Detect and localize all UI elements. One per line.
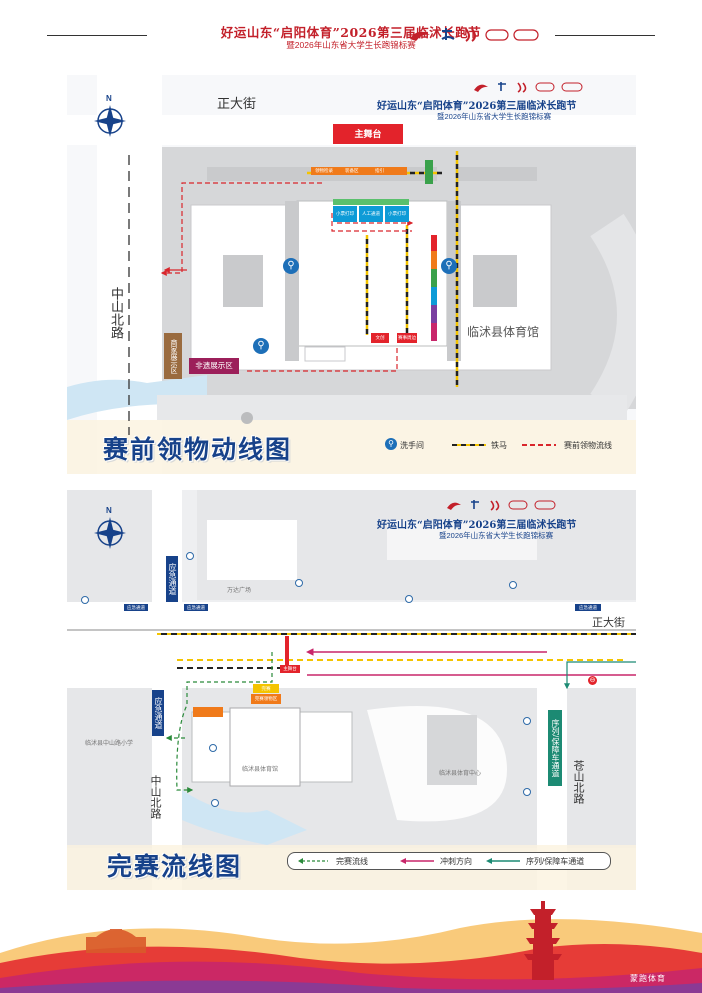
restroom-icon: ⚲ xyxy=(283,258,299,274)
legend-seq-channel: 序列/保障车通道 xyxy=(526,857,585,866)
hall-sign-1: 赛事周边 xyxy=(397,333,417,343)
header-rule-right xyxy=(555,35,655,36)
footer-hills xyxy=(0,901,702,993)
emergency-tag-2: 应急通道 xyxy=(575,604,601,611)
street-north-label: 正大街 xyxy=(592,617,625,629)
counter-green-strip xyxy=(333,199,409,205)
top-strip-label-0: 领物检录 xyxy=(315,168,333,173)
svg-text:N: N xyxy=(106,94,112,103)
header-subtitle: 暨2026年山东省大学生长跑锦标赛 xyxy=(286,40,416,50)
logo-row-icon xyxy=(447,500,556,511)
map1-big-title: 赛前领物动线图 xyxy=(103,435,293,464)
legend-barrier-swatch xyxy=(452,444,486,446)
street-west-label: 中山北路 xyxy=(109,287,124,339)
legend-sprint-dir: 冲刺方向 xyxy=(440,857,472,866)
logo-row-icon xyxy=(474,82,583,93)
heritage-display-area: 非遗展示区 xyxy=(189,358,239,374)
merchant-display-area: 商家展示区 xyxy=(164,333,182,379)
map2-subtitle: 暨2026年山东省大学生长跑锦标赛 xyxy=(439,531,554,540)
medal-booth: 完赛领物区 xyxy=(251,694,281,704)
logo-row-icon xyxy=(410,28,539,42)
restroom-icon: ⚲ xyxy=(441,258,457,274)
map1-logos xyxy=(472,80,592,94)
map2-logos xyxy=(445,498,565,512)
counter-2: 小票打印 xyxy=(385,206,409,222)
svg-text:N: N xyxy=(106,506,112,515)
main-stage-box: 主舞台 xyxy=(333,124,403,144)
place-school: 临沭县中山路小学 xyxy=(85,741,134,747)
emergency-channel-west: 应急通道 xyxy=(152,690,164,736)
north-arrow-icon: N xyxy=(94,93,130,144)
counter-1: 人工通道 xyxy=(359,206,383,222)
emergency-channel-north: 应急通道 xyxy=(166,556,178,602)
emergency-tag-1: 应急通道 xyxy=(184,604,208,611)
footer-brand: 蒙跑体育 xyxy=(630,974,666,983)
legend-flow-swatch xyxy=(522,444,556,446)
map1-subtitle: 暨2026年山东省大学生长跑锦标赛 xyxy=(437,112,552,121)
top-strip: 领物检录 装备区 指引 xyxy=(311,167,407,175)
header-rule-left xyxy=(47,35,147,36)
green-marker xyxy=(425,160,433,184)
stage-booth: 主舞台 xyxy=(280,665,300,673)
street-east-label: 苍山北路 xyxy=(572,760,584,804)
restroom-icon: ⚲ xyxy=(385,438,397,450)
map2-title: 好运山东“启阳体育”2026第三届临沭长跑节 xyxy=(377,520,577,531)
finish-booth: 完赛 xyxy=(253,684,279,693)
booth-column xyxy=(431,235,437,345)
north-arrow-icon: N xyxy=(94,505,130,556)
place-center: 临沭县体育中心 xyxy=(439,771,482,777)
venue-label: 临沭县体育馆 xyxy=(467,325,540,339)
sequence-channel-label: 序列/保障车通道 xyxy=(548,710,562,786)
emergency-tag-0: 应急通道 xyxy=(124,604,148,611)
map1-title: 好运山东“启阳体育”2026第三届临沭长跑节 xyxy=(377,101,577,112)
map2-panel: 好运山东“启阳体育”2026第三届临沭长跑节 暨2026年山东省大学生长跑锦标赛… xyxy=(67,490,636,890)
top-strip-label-2: 指引 xyxy=(375,168,384,173)
header-logos xyxy=(408,25,558,45)
counter-0: 小票打印 xyxy=(333,206,357,222)
map1-panel: 好运山东“启阳体育”2026第三届临沭长跑节 暨2026年山东省大学生长跑锦标赛… xyxy=(67,75,636,474)
map2-canvas xyxy=(67,490,636,890)
map2-legend: 完赛流线 冲刺方向 序列/保障车通道 xyxy=(287,852,611,870)
street-west-label: 中山北路 xyxy=(149,775,161,819)
hall-sign-0: 文创 xyxy=(371,333,389,343)
map2-big-title: 完赛流线图 xyxy=(107,852,243,881)
street-north-label: 正大街 xyxy=(217,96,257,111)
map1-canvas xyxy=(67,75,636,474)
legend-flow: 赛前领物流线 xyxy=(564,441,612,450)
orange-booth xyxy=(193,707,223,717)
place-gym: 临沭县体育馆 xyxy=(242,767,279,773)
legend-restroom: 洗手间 xyxy=(400,441,424,450)
restroom-icon: ⚲ xyxy=(253,338,269,354)
legend-finish-flow: 完赛流线 xyxy=(336,857,368,866)
no-entry-icon: ⊖ xyxy=(588,676,597,685)
legend-swatches xyxy=(298,858,520,864)
place-square: 万达广场 xyxy=(227,588,252,594)
top-strip-label-1: 装备区 xyxy=(345,168,359,173)
legend-barrier: 铁马 xyxy=(491,441,507,450)
